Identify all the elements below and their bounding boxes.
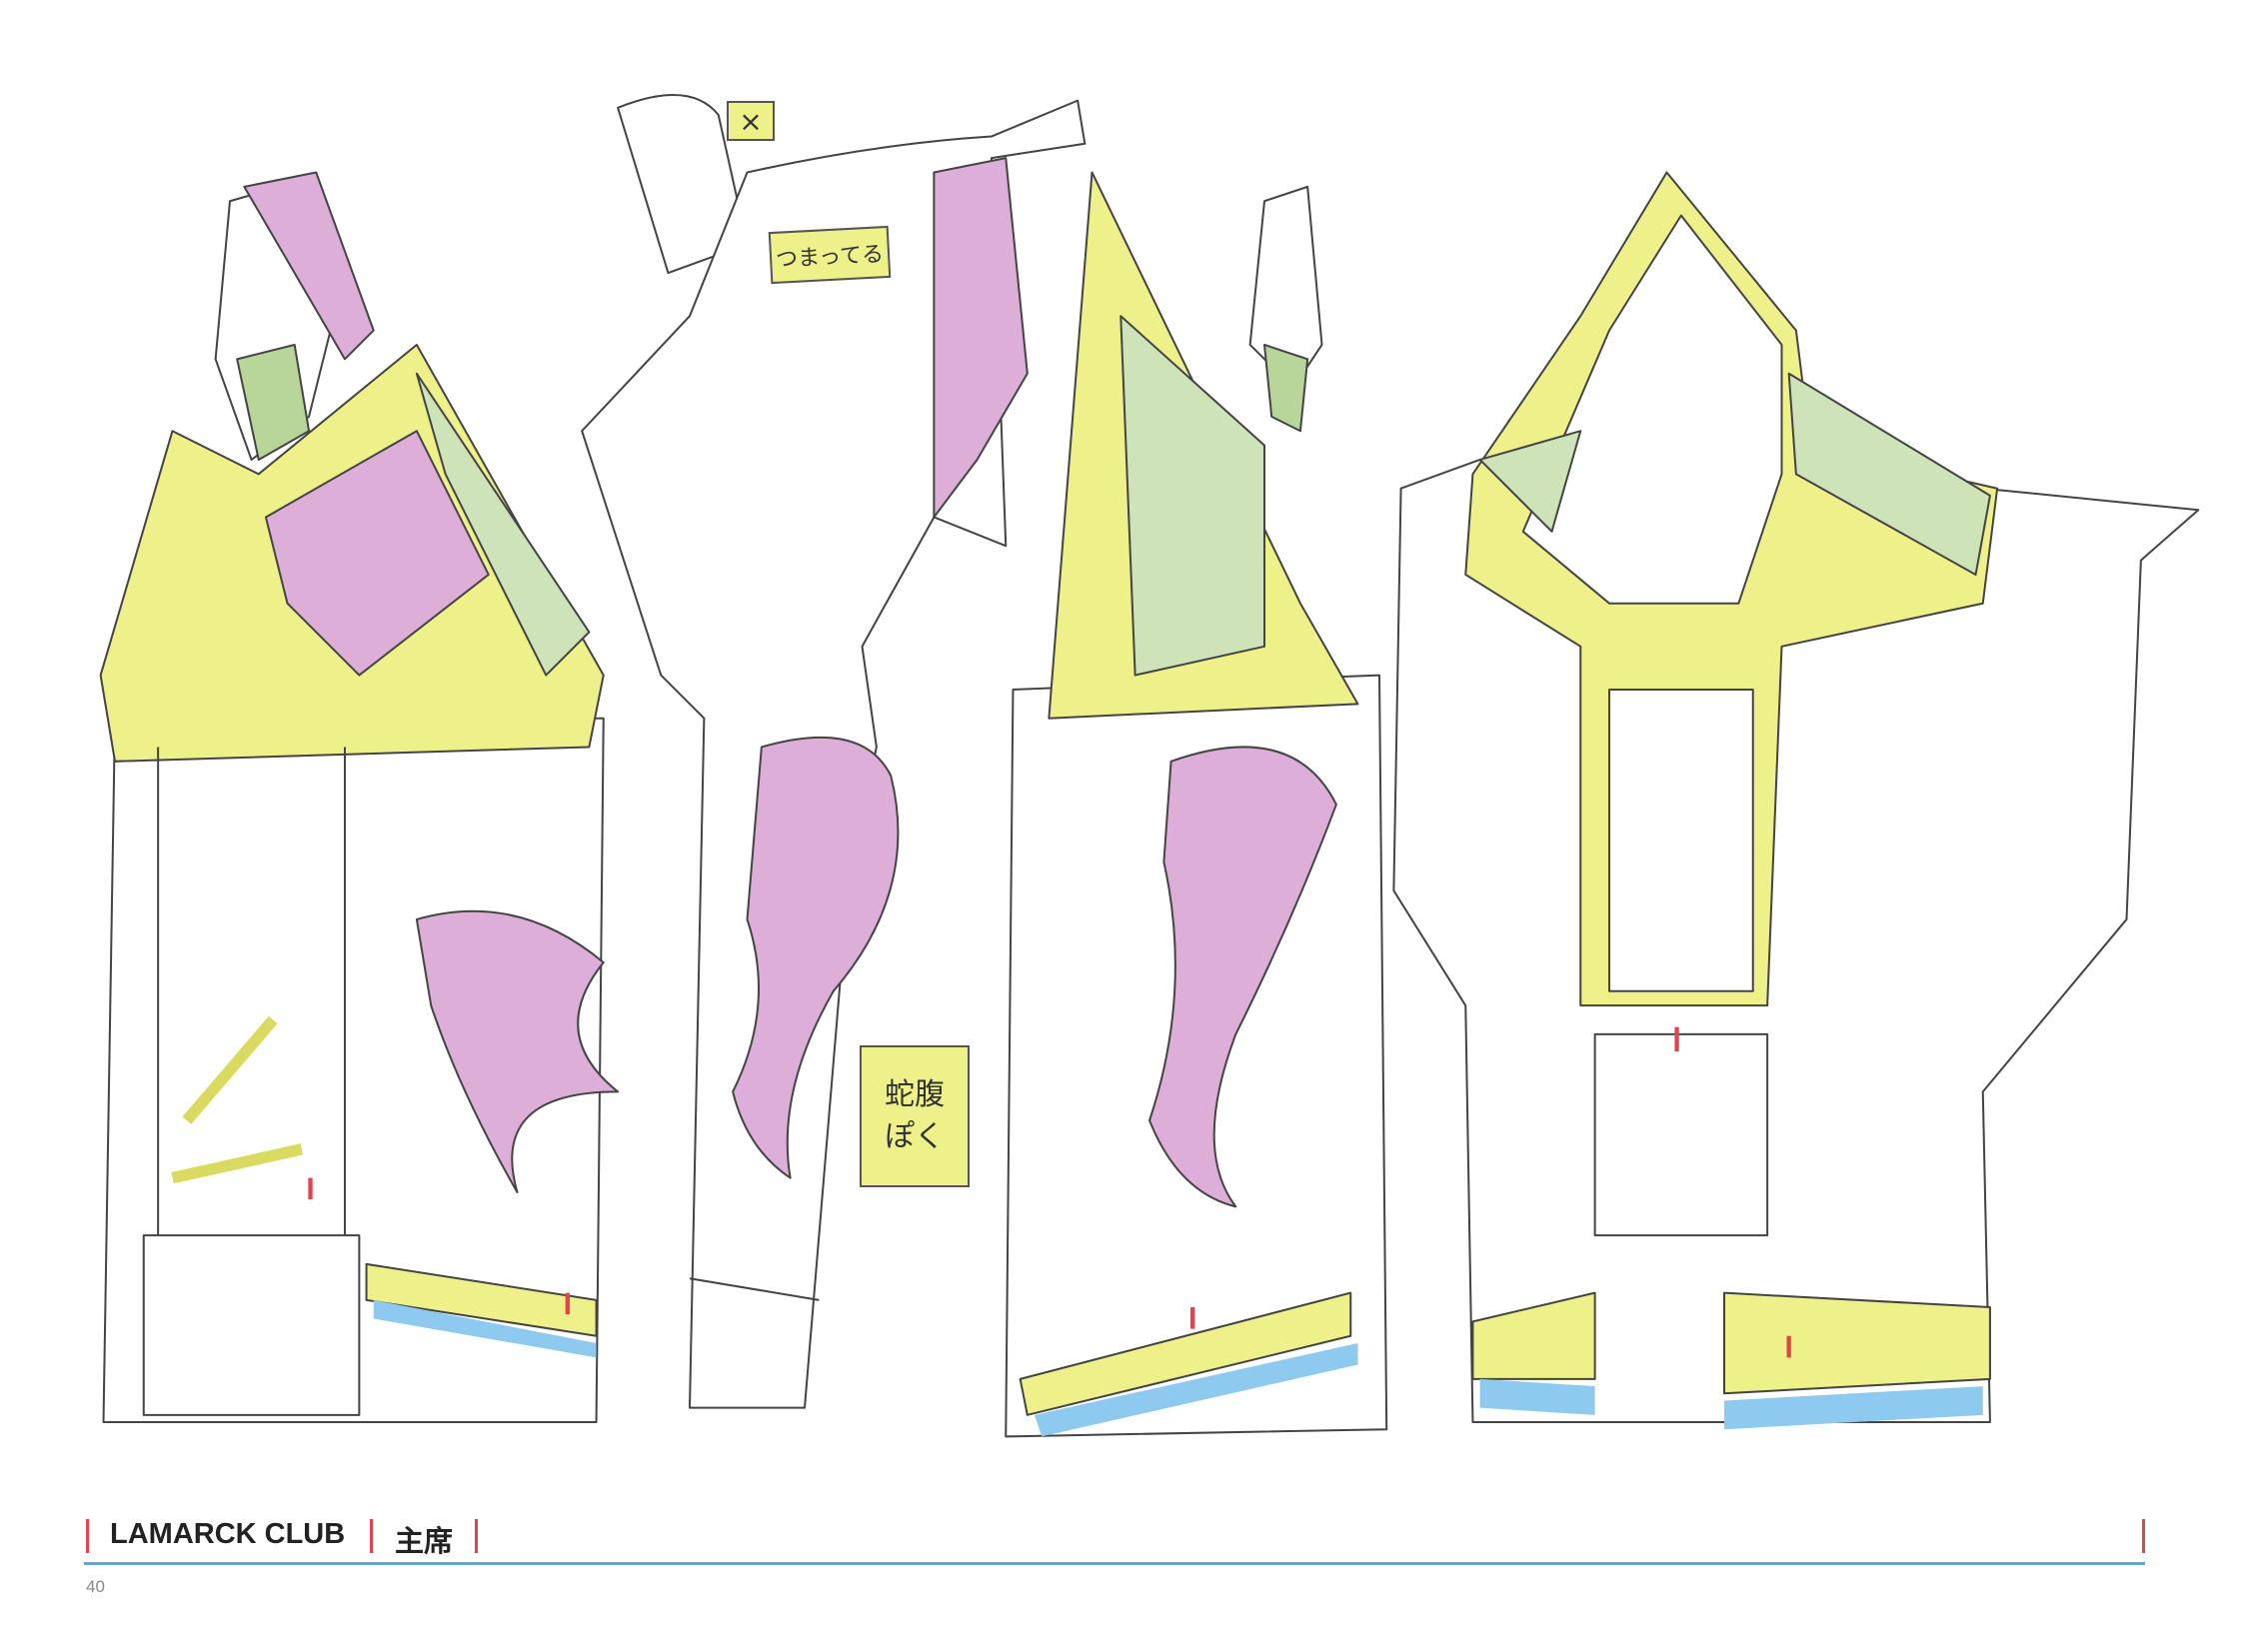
figure-three-quarter-view (1005, 171, 1388, 1438)
caption-role: 主席 (395, 1524, 454, 1558)
note-jabara-line2: ぽく (885, 1119, 945, 1154)
note-jabara: 蛇腹 ぽく (860, 1045, 970, 1187)
caption-rule (84, 1562, 2145, 1565)
caption-divider (2142, 1519, 2145, 1553)
note-x-mark: × (727, 101, 775, 141)
caption-divider (475, 1519, 478, 1553)
figure-front-view (99, 171, 620, 1424)
figure-back-view (1392, 171, 2200, 1430)
page-number: 40 (86, 1577, 105, 1596)
note-jabara-line1: 蛇腹 (885, 1077, 945, 1112)
note-x-text: × (739, 104, 763, 138)
caption-divider (86, 1519, 89, 1553)
figure-side-sketch (581, 94, 1087, 1409)
caption-divider (370, 1519, 373, 1553)
note-tsumatteru: つまってる (768, 225, 892, 285)
caption-title: LAMARCK CLUB (110, 1518, 346, 1550)
note-tsumatteru-text: つまってる (775, 242, 885, 273)
